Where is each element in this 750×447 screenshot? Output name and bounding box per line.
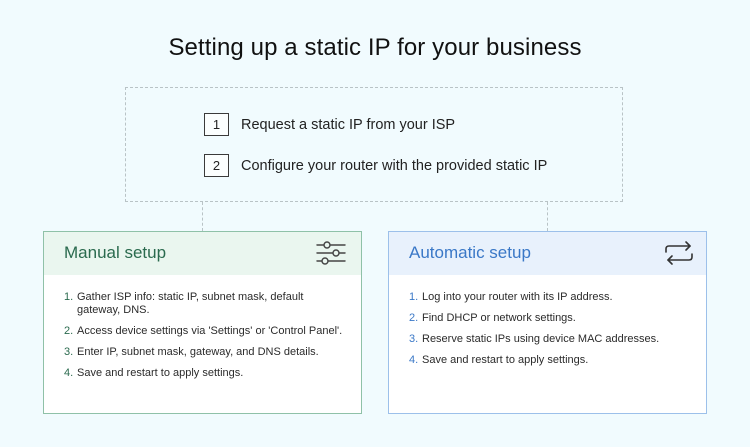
item-number: 2. <box>64 325 74 337</box>
list-item: 2. Find DHCP or network settings. <box>409 312 689 325</box>
item-number: 4. <box>409 354 419 366</box>
item-number: 4. <box>64 367 74 379</box>
step-text: Request a static IP from your ISP <box>241 116 456 133</box>
item-number: 3. <box>409 333 419 345</box>
page-title: Setting up a static IP for your business <box>168 34 582 61</box>
item-text: Find DHCP or network settings. <box>422 312 576 324</box>
sliders-icon <box>316 241 346 265</box>
sync-arrows-icon <box>665 241 693 265</box>
step-item: 2 Configure your router with the provide… <box>204 154 547 177</box>
card-header: Automatic setup <box>389 232 706 275</box>
item-number: 2. <box>409 312 419 324</box>
item-text: Save and restart to apply settings. <box>77 367 244 379</box>
connector-line-manual <box>202 202 203 231</box>
list-item: 2. Access device settings via 'Settings'… <box>64 325 344 338</box>
connector-line-automatic <box>547 202 548 231</box>
item-text: Access device settings via 'Settings' or… <box>77 325 343 337</box>
item-number: 3. <box>64 346 74 358</box>
manual-setup-card: Manual setup 1. Gather ISP info: static … <box>43 231 362 414</box>
list-item: 4. Save and restart to apply settings. <box>409 354 689 367</box>
item-number: 1. <box>409 291 419 303</box>
list-item: 1. Log into your router with its IP addr… <box>409 291 689 304</box>
manual-steps-list: 1. Gather ISP info: static IP, subnet ma… <box>64 291 344 388</box>
list-item: 3. Reserve static IPs using device MAC a… <box>409 333 689 346</box>
steps-box: 1 Request a static IP from your ISP 2 Co… <box>125 87 623 202</box>
card-header: Manual setup <box>44 232 361 275</box>
item-text: Gather ISP info: static IP, subnet mask,… <box>77 291 304 316</box>
step-number-badge: 2 <box>204 154 229 177</box>
automatic-steps-list: 1. Log into your router with its IP addr… <box>409 291 689 375</box>
card-title: Manual setup <box>64 243 167 262</box>
item-text: Save and restart to apply settings. <box>422 354 589 366</box>
list-item: 4. Save and restart to apply settings. <box>64 367 344 380</box>
list-item: 1. Gather ISP info: static IP, subnet ma… <box>64 291 344 317</box>
automatic-setup-card: Automatic setup 1. Log into your router … <box>388 231 707 414</box>
step-text: Configure your router with the provided … <box>241 157 548 174</box>
step-item: 1 Request a static IP from your ISP <box>204 113 455 136</box>
item-number: 1. <box>64 291 74 303</box>
list-item: 3. Enter IP, subnet mask, gateway, and D… <box>64 346 344 359</box>
item-text: Log into your router with its IP address… <box>422 291 613 303</box>
card-title: Automatic setup <box>409 243 531 262</box>
item-text: Enter IP, subnet mask, gateway, and DNS … <box>77 346 319 358</box>
item-text: Reserve static IPs using device MAC addr… <box>422 333 660 345</box>
step-number-badge: 1 <box>204 113 229 136</box>
